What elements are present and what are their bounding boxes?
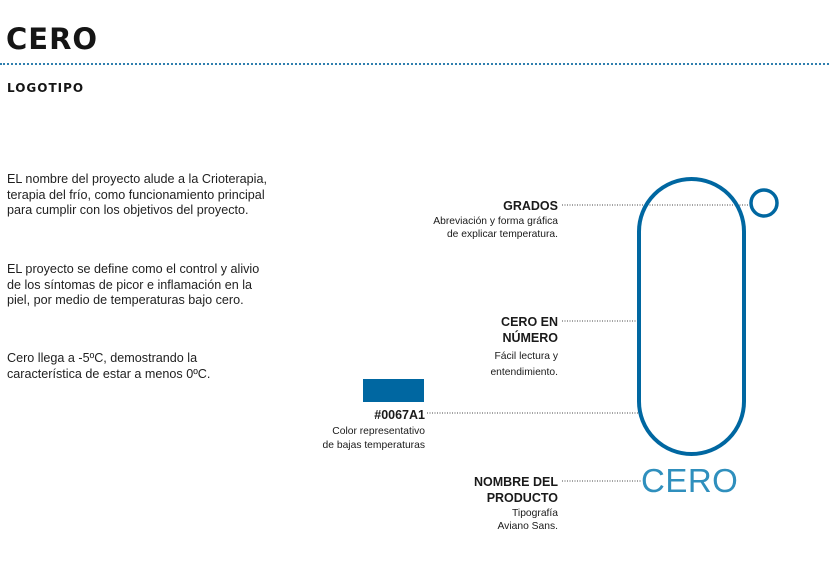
annotation-cero-numero-desc-2: entendimiento. [490,367,558,378]
title-divider [0,63,829,65]
annotation-color-desc-1: Color representativo [332,426,425,437]
section-heading: LOGOTIPO [7,81,85,95]
description-paragraph-2: EL proyecto se define como el control y … [7,262,260,307]
annotation-nombre-desc-1: Tipografía [512,508,558,519]
page-title: CERO [6,22,99,56]
annotation-cero-numero-title-2: NÚMERO [502,331,558,345]
description-paragraph-1: EL nombre del proyecto alude a la Criote… [7,172,267,217]
annotation-nombre-title-1: NOMBRE DEL [473,475,558,489]
logo-wordmark: CERO [641,462,738,499]
color-swatch [363,379,424,402]
annotation-nombre-desc-2: Aviano Sans. [497,521,559,532]
annotation-color-hex: #0067A1 [374,408,425,422]
annotation-color: #0067A1 Color representativo de bajas te… [255,407,425,451]
annotation-color-desc-2: de bajas temperaturas [322,440,425,451]
annotation-nombre-producto: NOMBRE DEL PRODUCTO Tipografía Aviano Sa… [418,474,558,532]
logo-zero-pill [637,177,746,456]
annotation-nombre-title-2: PRODUCTO [486,491,558,505]
annotation-grados-desc-1: Abreviación y forma gráfica [433,216,558,227]
annotation-cero-numero-title-1: CERO EN [501,315,558,329]
annotation-cero-numero-desc-1: Fácil lectura y [494,351,558,362]
annotation-cero-numero: CERO EN NÚMERO Fácil lectura y entendimi… [438,314,558,378]
annotation-grados-desc-2: de explicar temperatura. [446,229,558,240]
description-paragraph-3: Cero llega a -5ºC, demostrando la caract… [7,351,211,381]
annotation-grados: GRADOS Abreviación y forma gráfica de ex… [358,198,558,240]
logo-degree-circle [749,188,779,218]
annotation-grados-title: GRADOS [503,199,558,213]
